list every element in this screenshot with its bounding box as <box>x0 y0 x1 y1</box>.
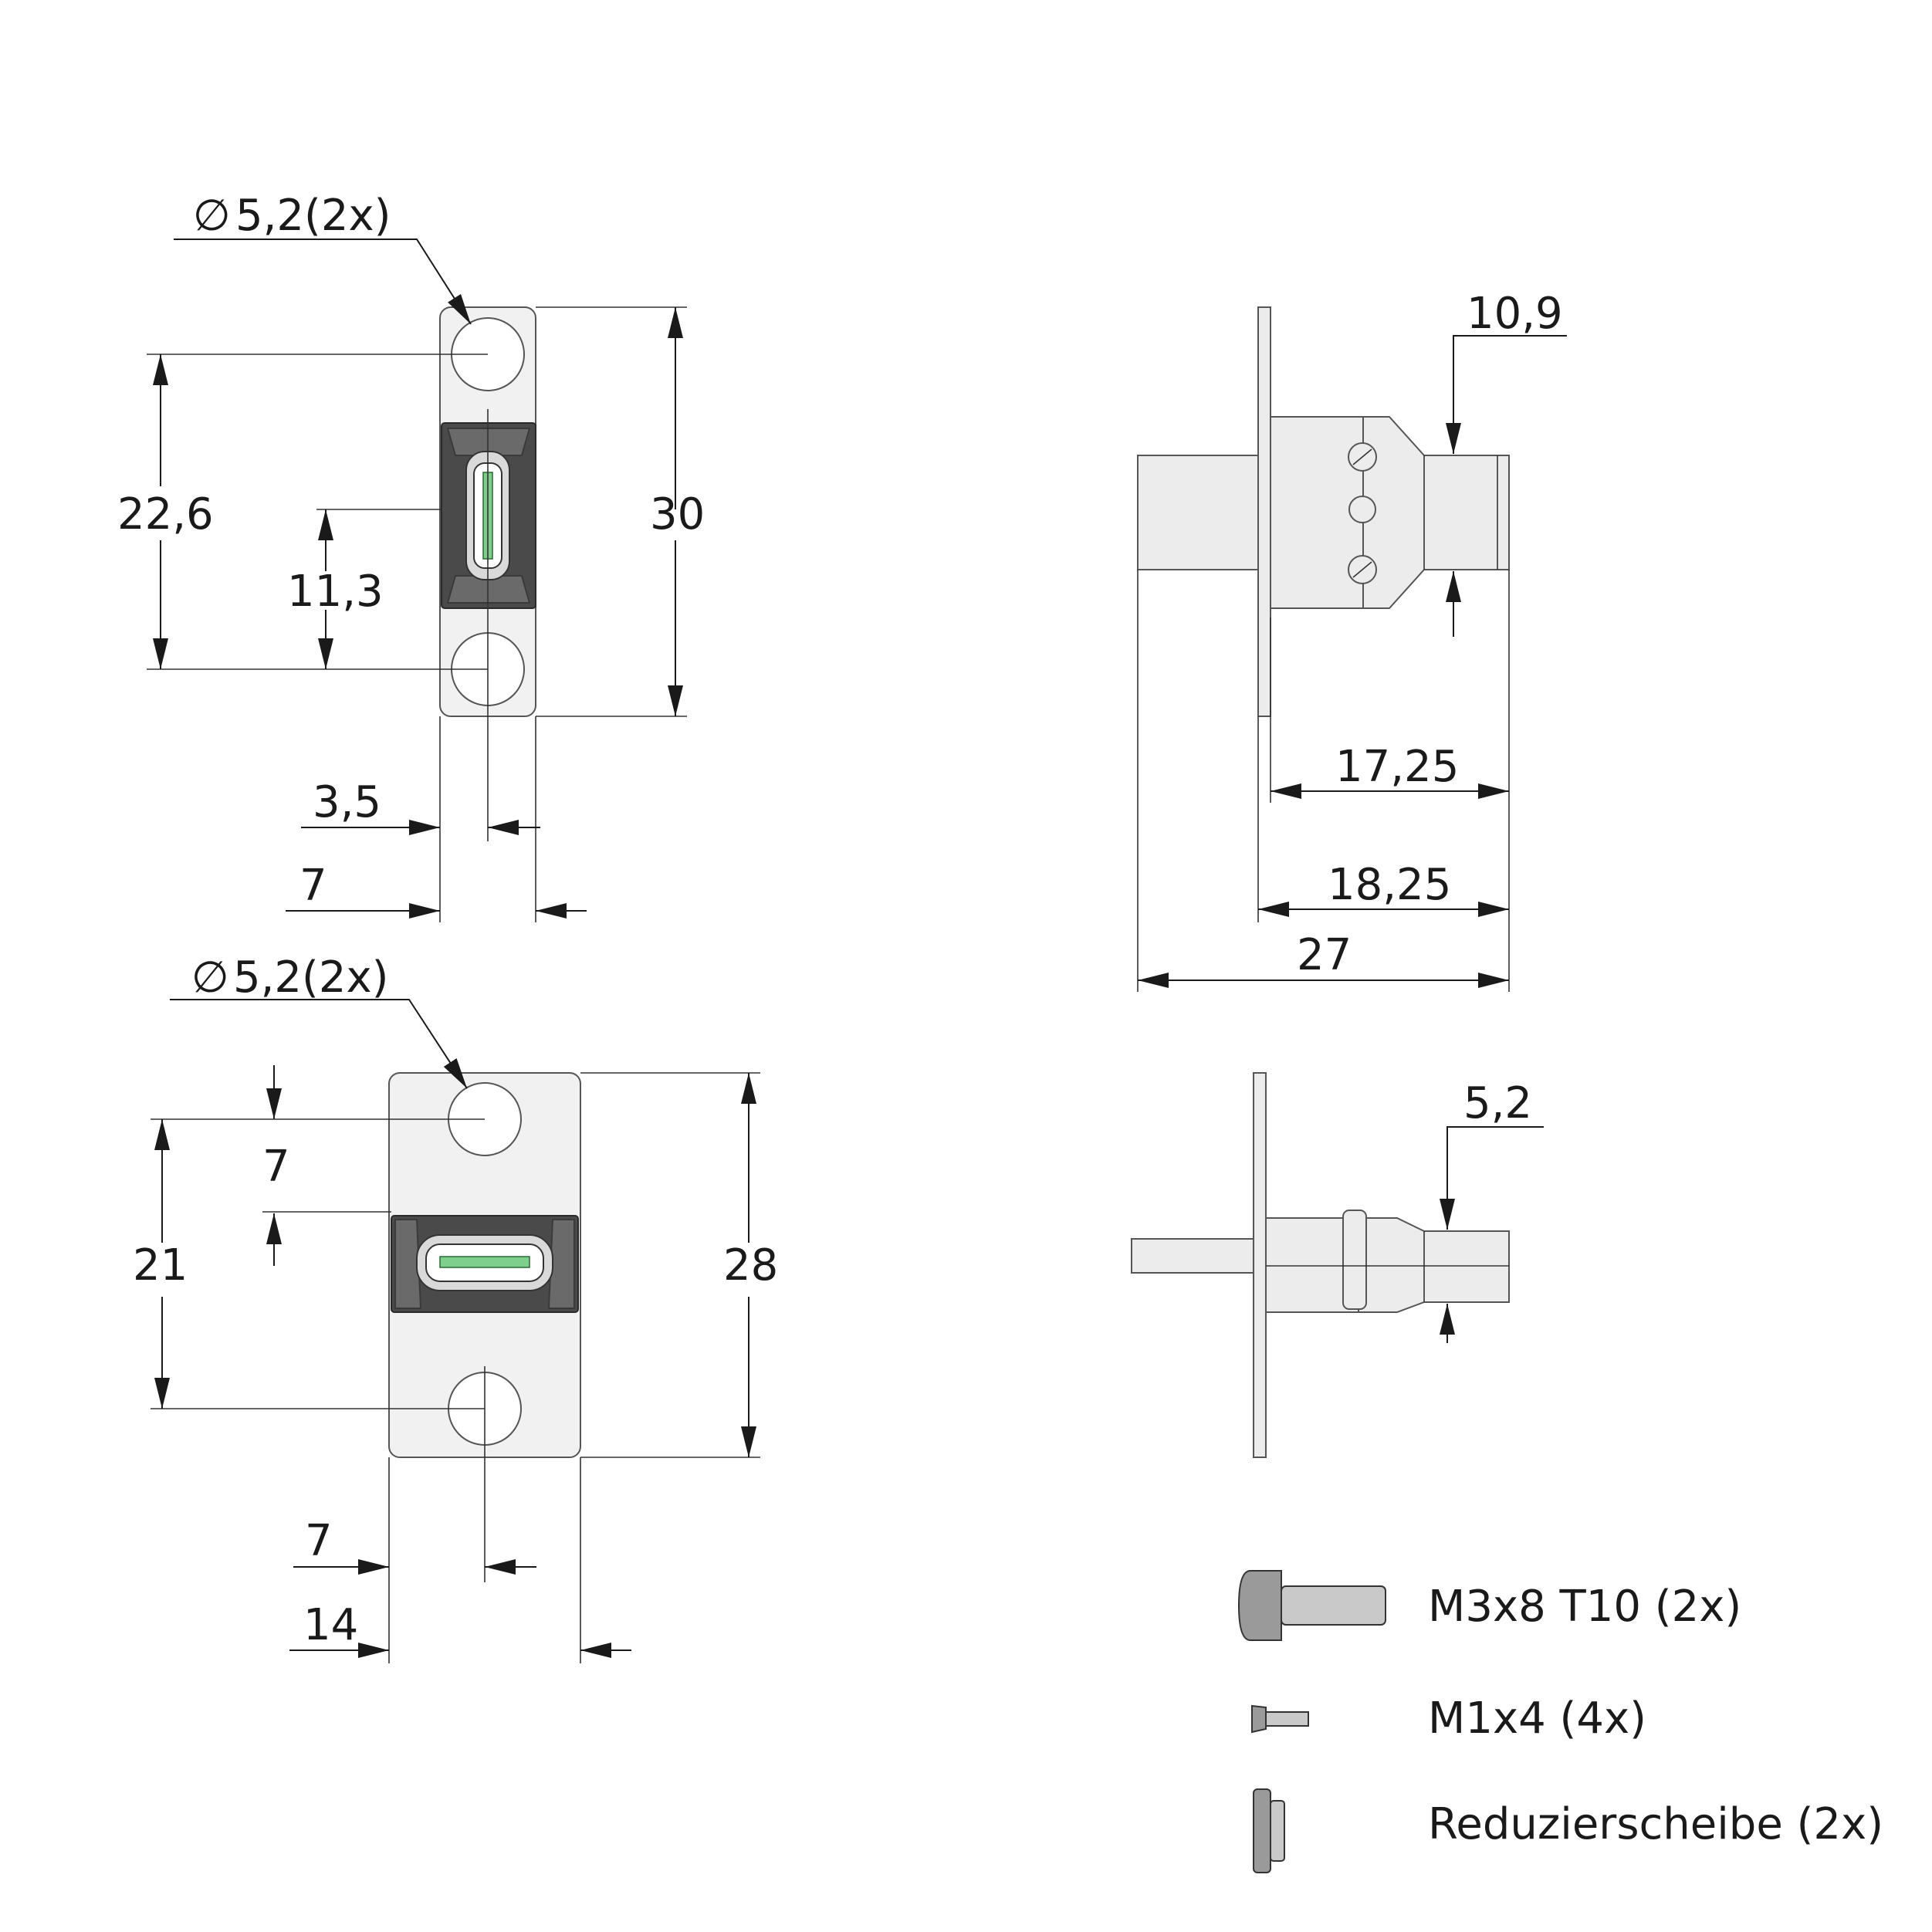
side-view-top: 10,9 17,25 18,25 27 <box>1137 289 1567 992</box>
hole-diameter-label: 5,2(2x) <box>235 191 391 241</box>
outer-depth-dimension: 18,25 <box>1328 860 1451 910</box>
port-offset-dimension: 11,3 <box>287 567 384 617</box>
connector-body <box>1270 416 1364 609</box>
side-view-bottom: 5,2 <box>1131 1072 1544 1458</box>
part-m1-label: M1x4 (4x) <box>1428 1693 1646 1744</box>
part-washer-label: Reduzierscheibe (2x) <box>1428 1799 1883 1849</box>
half-width-dimension-bottom: 7 <box>305 1516 333 1566</box>
width-dimension: 7 <box>299 861 327 911</box>
side-plate-bottom <box>1253 1072 1267 1458</box>
screw-m1-icon <box>1251 1704 1309 1734</box>
diameter-symbol-bottom: ∅ <box>191 952 229 1003</box>
inner-depth-dimension: 17,25 <box>1335 742 1459 792</box>
usb-c-port-horizontal <box>391 1215 579 1313</box>
height-dimension-bottom: 28 <box>723 1240 778 1291</box>
height-dimension: 30 <box>650 489 705 540</box>
connector-shaft <box>1137 455 1267 570</box>
connector-pin <box>1131 1238 1264 1274</box>
washer-icon <box>1253 1788 1285 1873</box>
half-width-dimension: 3,5 <box>313 777 381 827</box>
front-view-top: ∅ 5,2(2x) 30 22,6 11,3 3,5 7 <box>117 191 705 922</box>
connector-head-bottom <box>1358 1217 1510 1313</box>
width-dimension-bottom: 14 <box>303 1600 358 1650</box>
usb-c-port-vertical <box>441 422 536 609</box>
part-m3-label: M3x8 T10 (2x) <box>1428 1582 1741 1632</box>
tip-height-dimension-bottom: 5,2 <box>1463 1078 1532 1128</box>
hole-diameter-label-bottom: 5,2(2x) <box>233 952 389 1003</box>
screw-m3-icon <box>1237 1570 1386 1641</box>
hole-spacing-dimension: 22,6 <box>117 489 214 540</box>
parts-list: M3x8 T10 (2x) M1x4 (4x) Reduzierscheibe … <box>1237 1570 1883 1873</box>
front-view-bottom: ∅ 5,2(2x) 7 21 28 7 14 <box>133 952 778 1663</box>
total-length-dimension: 27 <box>1297 930 1352 980</box>
side-plate <box>1257 306 1271 717</box>
hole-spacing-dimension: 21 <box>133 1240 188 1291</box>
screw-bottom-view <box>1342 1210 1367 1310</box>
screw-hole-middle <box>1348 496 1376 523</box>
connector-head <box>1362 416 1510 609</box>
hole-offset-dimension: 7 <box>262 1142 290 1192</box>
tip-height-dimension: 10,9 <box>1467 289 1563 339</box>
diameter-symbol: ∅ <box>193 191 231 241</box>
